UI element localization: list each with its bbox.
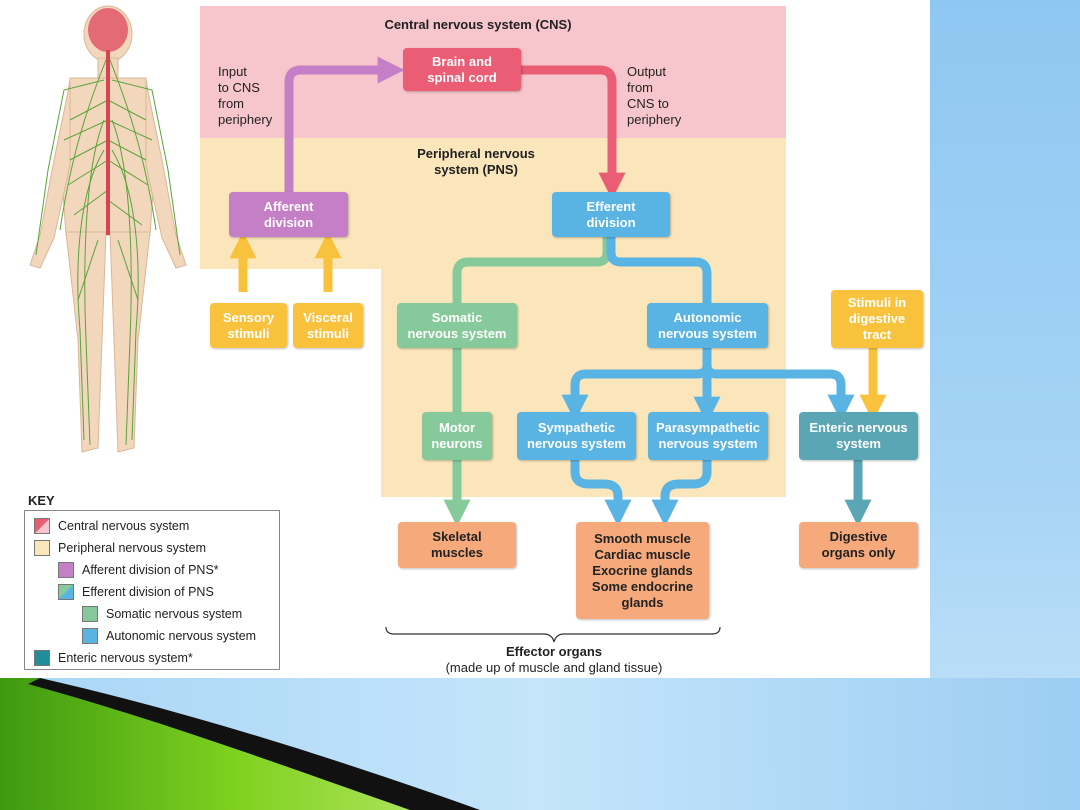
nervous-system-diagram: Central nervous system (CNS) Peripheral … bbox=[24, 5, 923, 675]
legend-key: KEY Central nervous system Peripheral ne… bbox=[24, 493, 280, 671]
key-swatch-afferent bbox=[58, 562, 74, 578]
digestive-organs-box: Digestive organs only bbox=[799, 522, 918, 568]
key-label-pns: Peripheral nervous system bbox=[58, 541, 206, 555]
enteric-nervous-system-box: Enteric nervous system bbox=[799, 412, 918, 460]
key-item-pns: Peripheral nervous system bbox=[34, 540, 206, 556]
key-swatch-somatic bbox=[82, 606, 98, 622]
visceral-stimuli-box: Visceral stimuli bbox=[293, 303, 363, 348]
key-label-autonomic: Autonomic nervous system bbox=[106, 629, 257, 643]
stimuli-digestive-tract-box: Stimuli in digestive tract bbox=[831, 290, 923, 348]
motor-neurons-box: Motor neurons bbox=[422, 412, 492, 460]
key-item-efferent: Efferent division of PNS bbox=[58, 584, 214, 600]
key-item-enteric: Enteric nervous system* bbox=[34, 650, 193, 666]
key-title: KEY bbox=[28, 493, 55, 508]
afferent-division-box: Afferent division bbox=[229, 192, 348, 237]
diagram-connectors bbox=[229, 56, 887, 643]
key-label-efferent: Efferent division of PNS bbox=[82, 585, 214, 599]
brain-spinal-cord-box: Brain and spinal cord bbox=[403, 48, 521, 91]
key-swatch-cns bbox=[34, 518, 50, 534]
key-swatch-efferent bbox=[58, 584, 74, 600]
effector-organs-title: Effector organs bbox=[505, 644, 603, 659]
sympathetic-nervous-system-box: Sympathetic nervous system bbox=[517, 412, 636, 460]
somatic-nervous-system-box: Somatic nervous system bbox=[397, 303, 517, 348]
key-label-cns: Central nervous system bbox=[58, 519, 190, 533]
key-swatch-autonomic bbox=[82, 628, 98, 644]
key-label-afferent: Afferent division of PNS* bbox=[82, 563, 219, 577]
key-item-cns: Central nervous system bbox=[34, 518, 189, 534]
cns-title: Central nervous system (CNS) bbox=[384, 17, 572, 32]
slide-right-band bbox=[930, 0, 1080, 810]
key-swatch-pns bbox=[34, 540, 50, 556]
key-swatch-enteric bbox=[34, 650, 50, 666]
key-label-somatic: Somatic nervous system bbox=[106, 607, 243, 621]
smooth-muscle-glands-box: Smooth muscle Cardiac muscle Exocrine gl… bbox=[576, 522, 709, 619]
pns-title: Peripheral nervous system (PNS) bbox=[417, 146, 535, 177]
autonomic-nervous-system-box: Autonomic nervous system bbox=[647, 303, 768, 348]
parasympathetic-nervous-system-box: Parasympathetic nervous system bbox=[648, 412, 768, 460]
key-item-afferent: Afferent division of PNS* bbox=[58, 562, 219, 578]
human-nervous-system-illustration bbox=[29, 5, 187, 453]
key-label-enteric: Enteric nervous system* bbox=[58, 651, 193, 665]
sensory-stimuli-box: Sensory stimuli bbox=[210, 303, 287, 348]
skeletal-muscles-box: Skeletal muscles bbox=[398, 522, 516, 568]
effector-organs-subtitle: (made up of muscle and gland tissue) bbox=[445, 660, 663, 675]
efferent-division-box: Efferent division bbox=[552, 192, 670, 237]
output-label: Output from CNS to periphery bbox=[627, 64, 682, 127]
key-item-autonomic: Autonomic nervous system bbox=[82, 628, 256, 644]
input-label: Input to CNS from periphery bbox=[218, 64, 273, 127]
key-item-somatic: Somatic nervous system bbox=[82, 606, 242, 622]
